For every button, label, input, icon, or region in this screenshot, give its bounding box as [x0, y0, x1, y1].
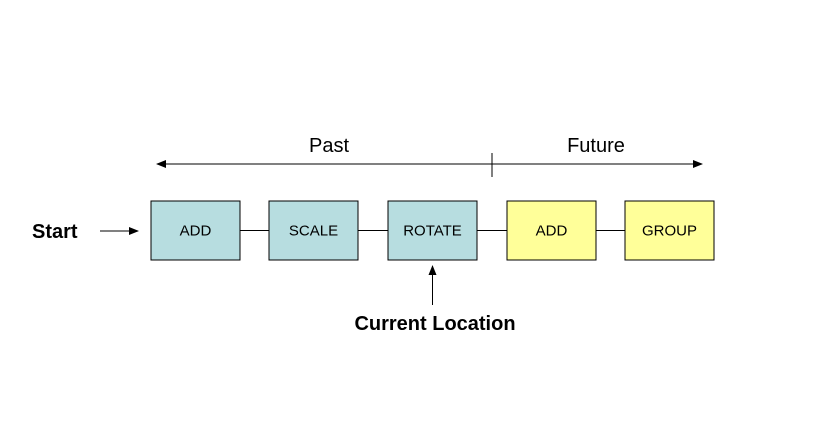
start-label: Start [32, 221, 78, 243]
step-box-past [150, 200, 241, 261]
history-steps: ADD SCALE ROTATE ADD GROUP [150, 200, 715, 261]
step-box-past [387, 200, 478, 261]
step-label: ADD [180, 223, 212, 240]
future-label: Future [567, 135, 625, 157]
step-box-future [506, 200, 597, 261]
past-label: Past [309, 135, 349, 157]
step-box-past [268, 200, 359, 261]
step-label: ADD [536, 223, 568, 240]
step-label: GROUP [642, 223, 697, 240]
step-label: SCALE [289, 223, 338, 240]
current-location-label: Current Location [354, 313, 515, 335]
step-box-future [624, 200, 715, 261]
step-label: ROTATE [403, 223, 462, 240]
